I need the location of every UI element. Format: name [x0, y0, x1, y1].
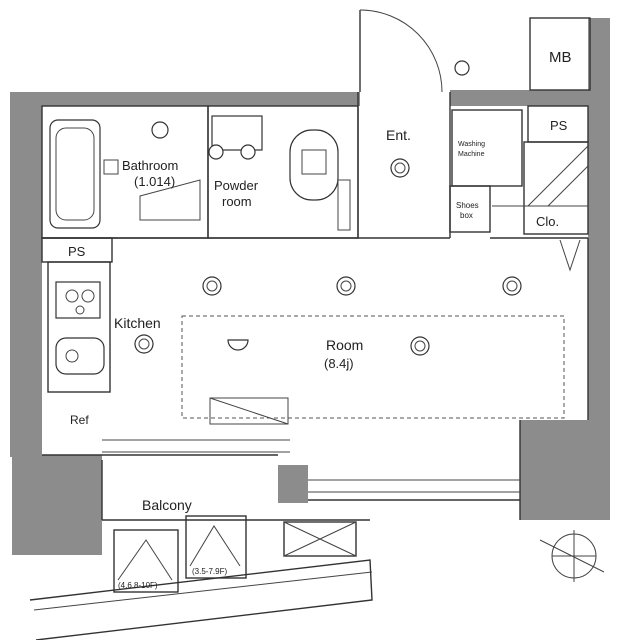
- label-balcony: Balcony: [142, 497, 192, 513]
- label-ps-left: PS: [68, 244, 86, 259]
- label-powder: Powder: [214, 178, 259, 193]
- label-kitchen: Kitchen: [114, 315, 161, 331]
- bathtub-fixture: [49, 119, 201, 229]
- label-shoes-box: box: [460, 211, 473, 220]
- label-bathroom: Bathroom: [122, 158, 178, 173]
- kitchen-stove: [55, 281, 101, 319]
- label-powder-room: room: [222, 194, 252, 209]
- label-ps-top: PS: [550, 118, 568, 133]
- label-mb: MB: [549, 49, 572, 66]
- label-room-size: (8.4j): [324, 356, 354, 371]
- label-shoes: Shoes: [456, 201, 479, 210]
- label-washing: Washing: [458, 141, 485, 148]
- stair-box: [209, 397, 289, 425]
- label-closet: Clo.: [536, 214, 559, 229]
- ceiling-lights: [134, 60, 522, 356]
- closet-diagonals: [527, 145, 589, 272]
- room-ceiling-outline: [181, 315, 565, 419]
- entrance-door: [359, 9, 443, 93]
- label-balcony-unit-1: (4.6.8-10F): [118, 581, 158, 590]
- compass-icon: [539, 530, 605, 582]
- balcony: [29, 439, 520, 640]
- label-machine: Machine: [458, 151, 485, 158]
- label-room: Room: [326, 337, 363, 353]
- label-entrance: Ent.: [386, 127, 411, 143]
- exterior-walls: [10, 17, 610, 555]
- label-balcony-unit-2: (3.5-7.9F): [192, 567, 227, 576]
- room-labels: MB PS Bathroom (1.014) Powder room Ent. …: [68, 49, 572, 590]
- label-ref: Ref: [70, 413, 89, 427]
- toilet-fixture: [211, 115, 351, 231]
- interior-walls: [41, 92, 589, 520]
- label-bathroom-size: (1.014): [134, 174, 175, 189]
- kitchen-sink: [55, 337, 105, 375]
